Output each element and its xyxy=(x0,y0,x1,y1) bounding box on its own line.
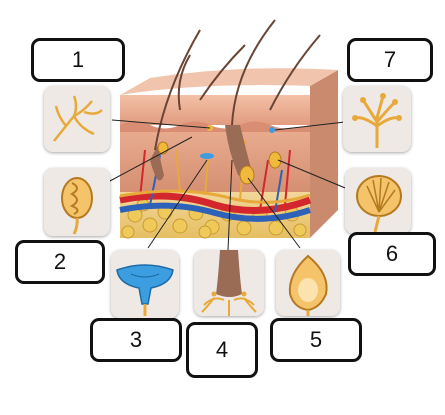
thumb-merkel xyxy=(343,86,411,152)
hair-follicle xyxy=(225,125,252,177)
label-box-2[interactable]: 2 xyxy=(15,240,105,284)
label-box-5[interactable]: 5 xyxy=(270,318,362,362)
artery xyxy=(119,192,312,214)
label-box-7[interactable]: 7 xyxy=(347,38,433,82)
label-box-3[interactable]: 3 xyxy=(90,318,182,362)
leader-lines xyxy=(107,119,351,251)
label-box-1[interactable]: 1 xyxy=(31,38,125,82)
thumb-pacinian-small xyxy=(44,168,110,236)
hairs xyxy=(154,19,321,151)
skin-surface xyxy=(120,68,338,95)
thumb-free-nerve-endings xyxy=(44,86,110,152)
vein xyxy=(119,202,311,222)
thumb-meissner xyxy=(111,250,179,318)
label-box-4[interactable]: 4 xyxy=(186,322,258,378)
thumb-ruffini xyxy=(276,250,340,316)
meissner-marker xyxy=(200,153,214,159)
label-box-6[interactable]: 6 xyxy=(348,232,436,276)
thumb-pacinian-large xyxy=(345,168,411,234)
thumb-hair-follicle-nerve xyxy=(194,250,264,316)
